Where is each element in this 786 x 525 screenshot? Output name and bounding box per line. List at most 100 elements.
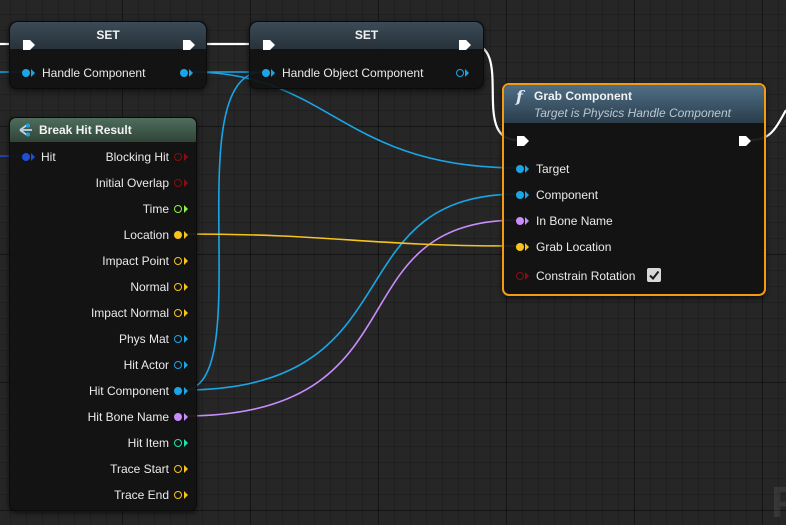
constrain-rotation-checkbox[interactable] bbox=[647, 268, 661, 282]
pin-arrow-icon bbox=[184, 179, 188, 187]
object-pin-icon bbox=[174, 335, 182, 343]
trace-start-out-pin[interactable]: Trace Start bbox=[30, 462, 190, 476]
pin-arrow-icon bbox=[184, 335, 188, 343]
break-hit-result-node[interactable]: Break Hit Result Hit Blocking Hit Initia… bbox=[9, 117, 197, 511]
bool-pin-icon bbox=[174, 153, 182, 161]
pin-arrow-icon bbox=[31, 153, 35, 161]
break-struct-icon bbox=[19, 123, 32, 137]
pin-arrow-icon bbox=[184, 387, 188, 395]
vector-pin-icon bbox=[174, 491, 182, 499]
trace-end-out-pin[interactable]: Trace End bbox=[30, 488, 190, 502]
set-handle-component-node[interactable]: SET Handle Component bbox=[9, 21, 207, 89]
pin-label: Time bbox=[142, 202, 169, 216]
pin-arrow-icon bbox=[184, 309, 188, 317]
pin-arrow-icon bbox=[31, 69, 35, 77]
pin-label: Trace Start bbox=[110, 462, 169, 476]
exec-out-pin[interactable] bbox=[738, 135, 752, 147]
pin-label: Hit Bone Name bbox=[87, 410, 169, 424]
node-title: Grab Component bbox=[534, 89, 632, 103]
pin-arrow-icon bbox=[184, 205, 188, 213]
pin-arrow-icon bbox=[184, 413, 188, 421]
checkmark-icon bbox=[649, 270, 660, 281]
vector-pin-icon bbox=[174, 257, 182, 265]
node-title: Break Hit Result bbox=[39, 123, 132, 137]
bool-pin-icon bbox=[174, 179, 182, 187]
pin-label: Blocking Hit bbox=[105, 150, 169, 164]
normal-out-pin[interactable]: Normal bbox=[30, 280, 190, 294]
pin-label: Component bbox=[536, 188, 599, 202]
object-pin-icon bbox=[180, 69, 188, 77]
set-handle-object-component-node[interactable]: SET Handle Object Component bbox=[249, 21, 484, 89]
function-icon: f bbox=[516, 87, 523, 106]
object-pin-icon bbox=[174, 361, 182, 369]
pin-label: Hit Actor bbox=[123, 358, 169, 372]
pin-label: Phys Mat bbox=[118, 332, 169, 346]
object-pin-icon bbox=[516, 191, 524, 199]
pin-arrow-icon bbox=[184, 491, 188, 499]
vector-pin-icon bbox=[516, 243, 524, 251]
node-header: f Grab Component Target is Physics Handl… bbox=[504, 85, 764, 123]
pin-arrow-icon bbox=[189, 69, 193, 77]
exec-in-pin[interactable] bbox=[22, 39, 36, 51]
phys-mat-out-pin[interactable]: Phys Mat bbox=[30, 332, 190, 346]
vector-pin-icon bbox=[174, 283, 182, 291]
exec-in-pin[interactable] bbox=[262, 39, 276, 51]
hit-item-out-pin[interactable]: Hit Item bbox=[30, 436, 190, 450]
hit-bone-name-out-pin[interactable]: Hit Bone Name bbox=[30, 410, 190, 424]
pin-label: Handle Component bbox=[42, 66, 146, 80]
exec-out-pin[interactable] bbox=[458, 39, 472, 51]
object-pin-icon bbox=[516, 165, 524, 173]
pin-arrow-icon bbox=[465, 69, 469, 77]
pin-arrow-icon bbox=[525, 191, 529, 199]
node-title: SET bbox=[10, 22, 206, 49]
object-pin-icon bbox=[456, 69, 464, 77]
vector-pin-icon bbox=[174, 465, 182, 473]
pin-arrow-icon bbox=[184, 153, 188, 161]
pin-arrow-icon bbox=[184, 257, 188, 265]
pin-arrow-icon bbox=[184, 361, 188, 369]
pin-arrow-icon bbox=[525, 165, 529, 173]
location-out-pin[interactable]: Location bbox=[30, 228, 190, 242]
pin-label: Impact Point bbox=[102, 254, 169, 268]
pin-label: Grab Location bbox=[536, 240, 612, 254]
pin-arrow-icon bbox=[184, 439, 188, 447]
object-pin-icon bbox=[262, 69, 270, 77]
pin-arrow-icon bbox=[184, 283, 188, 291]
grab-component-node[interactable]: f Grab Component Target is Physics Handl… bbox=[502, 83, 766, 296]
exec-out-pin[interactable] bbox=[182, 39, 196, 51]
pin-label: Location bbox=[123, 228, 169, 242]
blocking-hit-out-pin[interactable]: Blocking Hit bbox=[30, 150, 190, 164]
name-pin-icon bbox=[174, 413, 182, 421]
pin-label: Impact Normal bbox=[90, 306, 169, 320]
node-title: SET bbox=[250, 22, 483, 49]
node-header: Break Hit Result bbox=[10, 118, 196, 142]
hit-component-out-pin[interactable]: Hit Component bbox=[30, 384, 190, 398]
watermark-glyph: P bbox=[771, 480, 786, 525]
pin-label: Hit Item bbox=[127, 436, 169, 450]
pin-arrow-icon bbox=[525, 243, 529, 251]
exec-in-pin[interactable] bbox=[516, 135, 530, 147]
pin-label: Normal bbox=[130, 280, 169, 294]
object-pin-icon bbox=[174, 387, 182, 395]
pin-label: Target bbox=[536, 162, 570, 176]
node-subtitle: Target is Physics Handle Component bbox=[534, 106, 731, 120]
initial-overlap-out-pin[interactable]: Initial Overlap bbox=[30, 176, 190, 190]
impact-normal-out-pin[interactable]: Impact Normal bbox=[30, 306, 190, 320]
pin-arrow-icon bbox=[525, 217, 529, 225]
pin-arrow-icon bbox=[184, 231, 188, 239]
pin-label: Hit Component bbox=[88, 384, 169, 398]
time-out-pin[interactable]: Time bbox=[30, 202, 190, 216]
pin-arrow-icon bbox=[271, 69, 275, 77]
pin-label: In Bone Name bbox=[536, 214, 613, 228]
impact-point-out-pin[interactable]: Impact Point bbox=[30, 254, 190, 268]
pin-arrow-icon bbox=[525, 272, 529, 280]
pin-label: Constrain Rotation bbox=[536, 269, 636, 283]
int-pin-icon bbox=[174, 439, 182, 447]
pin-label: Trace End bbox=[114, 488, 169, 502]
pin-label: Hit bbox=[41, 150, 56, 164]
float-pin-icon bbox=[174, 205, 182, 213]
hit-actor-out-pin[interactable]: Hit Actor bbox=[30, 358, 190, 372]
pin-label: Handle Object Component bbox=[282, 66, 424, 80]
object-pin-icon bbox=[22, 69, 30, 77]
bool-pin-icon bbox=[516, 272, 524, 280]
